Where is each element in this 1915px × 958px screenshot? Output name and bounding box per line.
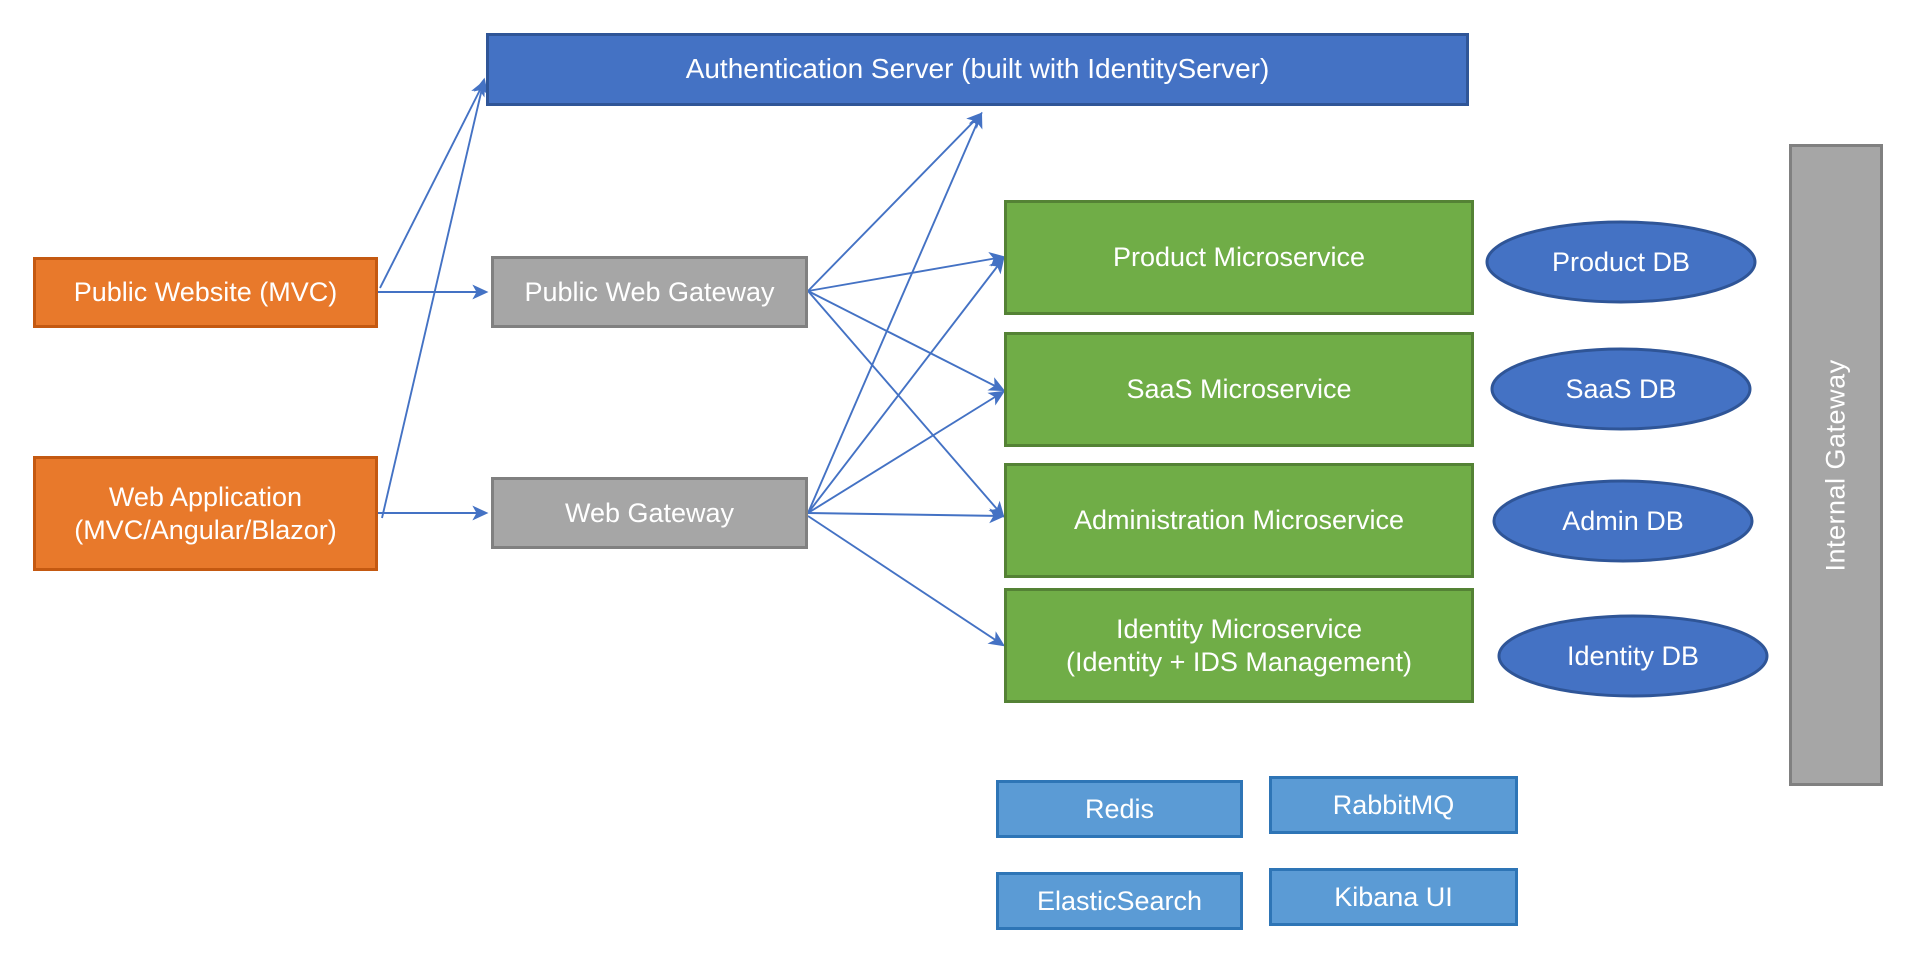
edge-web-gateway-to-saas-microservice bbox=[807, 390, 1006, 514]
client-box-public-website[interactable]: Public Website (MVC) bbox=[33, 257, 378, 328]
microservice-box-saas[interactable]: SaaS Microservice bbox=[1004, 332, 1474, 447]
client-label-public-website: Public Website (MVC) bbox=[73, 277, 338, 308]
infra-label-rabbitmq: RabbitMQ bbox=[1332, 789, 1455, 820]
gateway-box-web-gateway[interactable]: Web Gateway bbox=[491, 477, 808, 549]
database-ellipse-admin[interactable] bbox=[1492, 479, 1754, 563]
edge-public-web-gateway-to-auth-server bbox=[807, 112, 983, 292]
client-box-web-application[interactable]: Web Application (MVC/Angular/Blazor) bbox=[33, 456, 378, 571]
database-ellipse-saas[interactable] bbox=[1490, 347, 1752, 431]
microservice-label-product: Product Microservice bbox=[1112, 242, 1366, 273]
client-label-web-application: Web Application (MVC/Angular/Blazor) bbox=[74, 481, 337, 545]
microservice-label-administration: Administration Microservice bbox=[1073, 505, 1405, 536]
microservice-label-saas: SaaS Microservice bbox=[1126, 374, 1352, 405]
microservice-box-identity[interactable]: Identity Microservice (Identity + IDS Ma… bbox=[1004, 588, 1474, 703]
edge-public-web-gateway-to-product-microservice bbox=[807, 252, 1006, 292]
edge-web-application-to-auth-server bbox=[381, 77, 489, 519]
internal-gateway-box[interactable]: Internal Gateway bbox=[1789, 144, 1883, 786]
microservice-box-administration[interactable]: Administration Microservice bbox=[1004, 463, 1474, 578]
internal-gateway-label: Internal Gateway bbox=[1820, 358, 1851, 572]
edge-public-web-gateway-to-saas-microservice bbox=[807, 290, 1006, 392]
infra-label-kibana-ui: Kibana UI bbox=[1334, 881, 1453, 912]
infra-box-kibana-ui[interactable]: Kibana UI bbox=[1269, 868, 1518, 926]
edge-web-gateway-to-administration-microservice bbox=[807, 508, 1006, 524]
database-ellipse-identity[interactable] bbox=[1497, 614, 1769, 698]
edge-web-gateway-to-identity-microservice bbox=[807, 515, 1006, 647]
auth-server-box[interactable]: Authentication Server (built with Identi… bbox=[486, 33, 1469, 106]
infra-box-redis[interactable]: Redis bbox=[996, 780, 1243, 838]
gateway-label-public-web-gateway: Public Web Gateway bbox=[524, 276, 775, 307]
auth-server-label: Authentication Server (built with Identi… bbox=[685, 53, 1270, 85]
gateway-box-public-web-gateway[interactable]: Public Web Gateway bbox=[491, 256, 808, 328]
database-ellipse-product[interactable] bbox=[1485, 220, 1757, 304]
infra-box-elasticsearch[interactable]: ElasticSearch bbox=[996, 872, 1243, 930]
gateway-label-web-gateway: Web Gateway bbox=[564, 497, 735, 528]
microservice-label-identity: Identity Microservice (Identity + IDS Ma… bbox=[1066, 613, 1412, 677]
infra-box-rabbitmq[interactable]: RabbitMQ bbox=[1269, 776, 1518, 834]
infra-label-redis: Redis bbox=[1084, 793, 1155, 824]
microservice-box-product[interactable]: Product Microservice bbox=[1004, 200, 1474, 315]
edge-public-web-gateway-to-administration-microservice bbox=[807, 290, 1005, 518]
edge-public-website-to-auth-server bbox=[379, 79, 486, 289]
infra-label-elasticsearch: ElasticSearch bbox=[1036, 885, 1203, 916]
edge-web-gateway-to-auth-server bbox=[807, 111, 983, 514]
edge-web-gateway-to-product-microservice bbox=[807, 257, 1005, 514]
